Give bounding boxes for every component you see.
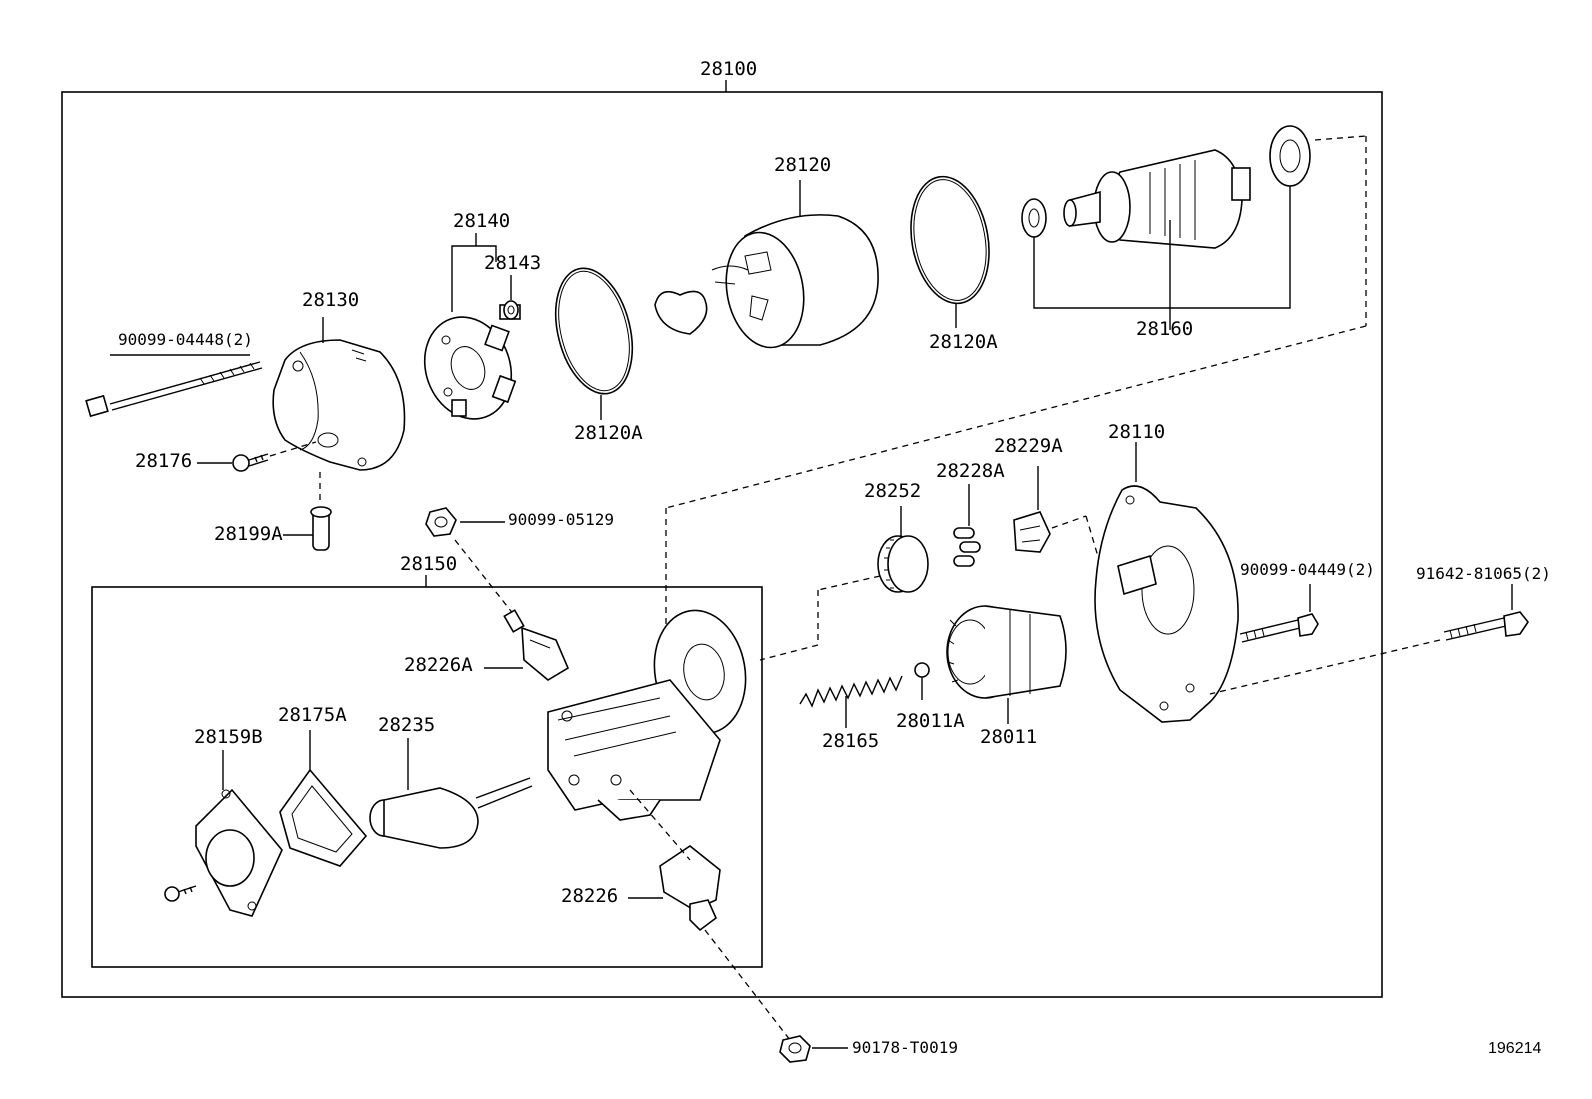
label-part-28159B: 28159B (194, 726, 263, 748)
retainer-28229A (1013, 466, 1103, 571)
o-ring-28120A-right (910, 175, 990, 328)
label-part-90099-04449: 90099-04449(2) (1240, 560, 1375, 579)
label-part-90099-05129: 90099-05129 (508, 510, 614, 529)
label-part-28176: 28176 (135, 450, 193, 472)
screw-28176 (197, 441, 317, 472)
assembly-28150-frame (91, 586, 763, 968)
label-part-28160: 28160 (1136, 318, 1194, 340)
label-part-28226: 28226 (561, 885, 619, 907)
label-part-28143: 28143 (484, 252, 542, 274)
label-assembly-28100: 28100 (700, 58, 758, 80)
label-part-28252: 28252 (864, 480, 922, 502)
terminal-28226A (484, 609, 570, 681)
diagram-reference-id: 196214 (1488, 1040, 1542, 1057)
terminal-28226 (628, 789, 791, 1041)
cover-28159B (164, 750, 283, 917)
armature-28160 (1021, 125, 1367, 330)
label-part-28120A-left: 28120A (574, 422, 643, 444)
housing-28110 (1094, 442, 1239, 723)
bolt-91642-81065 (1209, 584, 1529, 695)
label-part-28235: 28235 (378, 714, 436, 736)
label-part-28228A: 28228A (936, 460, 1005, 482)
label-assembly-28150: 28150 (400, 553, 458, 575)
label-part-90178-T0019: 90178-T0019 (852, 1038, 958, 1057)
label-part-28199A: 28199A (214, 523, 283, 545)
long-bolt-90099-04448 (85, 354, 263, 418)
gasket-28175A (279, 730, 368, 867)
clutch-28011 (946, 605, 1067, 724)
label-part-91642-81065: 91642-81065(2) (1416, 564, 1551, 583)
label-part-28229A: 28229A (994, 435, 1063, 457)
yoke-28120 (654, 180, 879, 349)
label-part-28011A: 28011A (896, 710, 965, 732)
bearing-28143 (503, 275, 519, 320)
gear-28252 (759, 506, 929, 661)
spring-28165 (799, 675, 903, 728)
label-part-28011: 28011 (980, 726, 1038, 748)
magnetic-switch-housing (547, 609, 747, 821)
label-part-28165: 28165 (822, 730, 880, 752)
nut-90099-05129 (425, 507, 519, 621)
plunger-28235 (369, 738, 533, 849)
grommet-28199A (283, 506, 332, 551)
label-part-90099-04448: 90099-04448(2) (118, 330, 253, 349)
label-part-28140: 28140 (453, 210, 511, 232)
end-cover-28130 (272, 317, 406, 505)
bolt-90099-04449 (1239, 584, 1319, 643)
rollers-28228A (953, 484, 981, 567)
label-part-28175A: 28175A (278, 704, 347, 726)
label-part-28120A-right: 28120A (929, 331, 998, 353)
label-part-28110: 28110 (1108, 421, 1166, 443)
label-part-28130: 28130 (302, 289, 360, 311)
label-part-28120: 28120 (774, 154, 832, 176)
o-ring-28120A-left (554, 267, 634, 420)
assembly-28100-frame (61, 91, 1383, 998)
label-part-28226A: 28226A (404, 654, 473, 676)
nut-90178-T0019 (779, 1035, 848, 1063)
ball-28011A (914, 662, 930, 700)
